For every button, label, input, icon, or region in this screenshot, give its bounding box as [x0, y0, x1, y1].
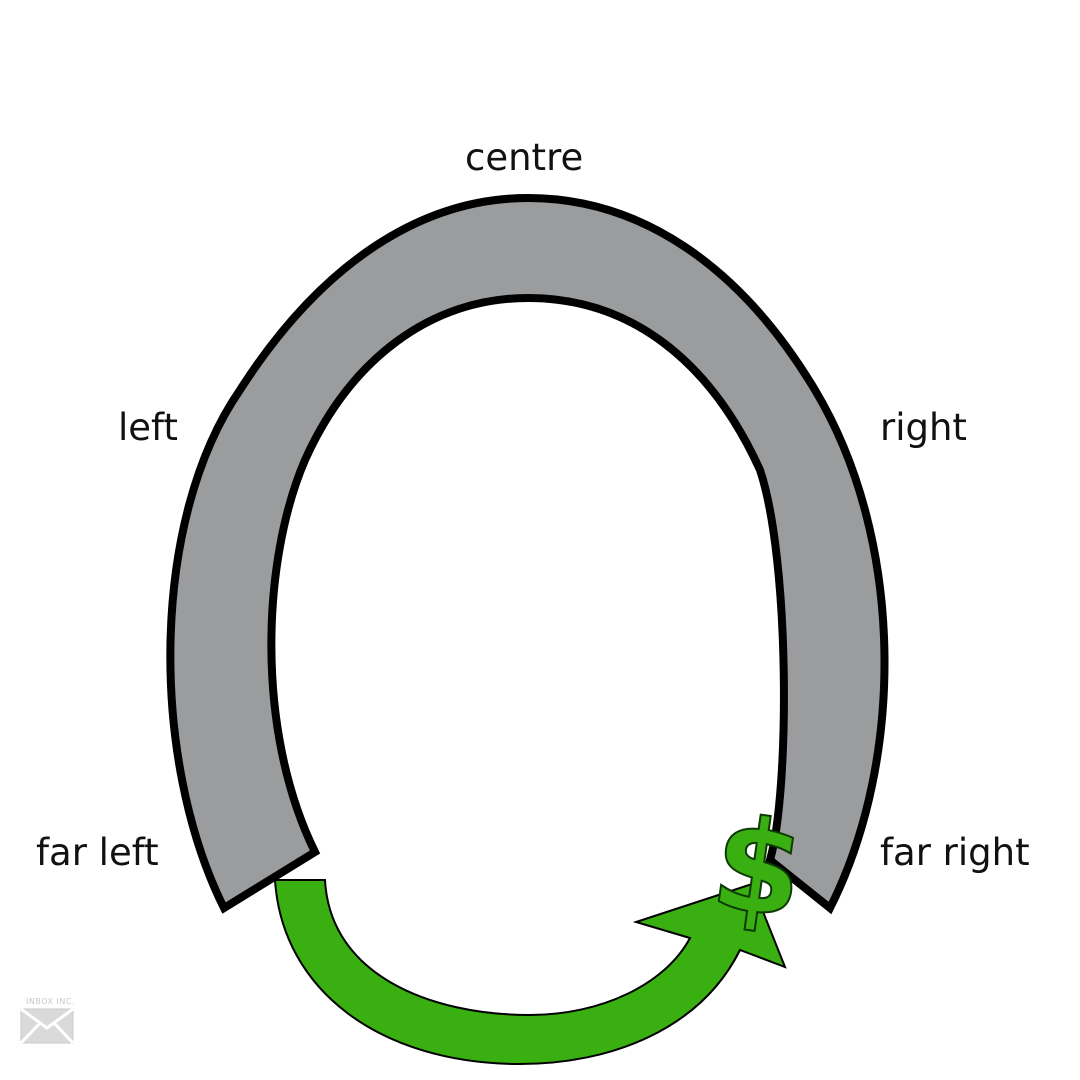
- label-right: right: [880, 406, 967, 449]
- curved-arrow: [273, 879, 787, 1066]
- watermark-text: INBOX INC.: [26, 997, 75, 1006]
- label-left: left: [118, 406, 178, 449]
- label-far-left: far left: [36, 831, 159, 874]
- horseshoe-arc: [166, 193, 889, 915]
- watermark-logo: INBOX INC.: [19, 997, 76, 1048]
- envelope-icon: [19, 1007, 75, 1045]
- dollar-sign: $: [704, 789, 813, 949]
- label-far-right: far right: [880, 831, 1030, 874]
- label-centre: centre: [465, 136, 584, 179]
